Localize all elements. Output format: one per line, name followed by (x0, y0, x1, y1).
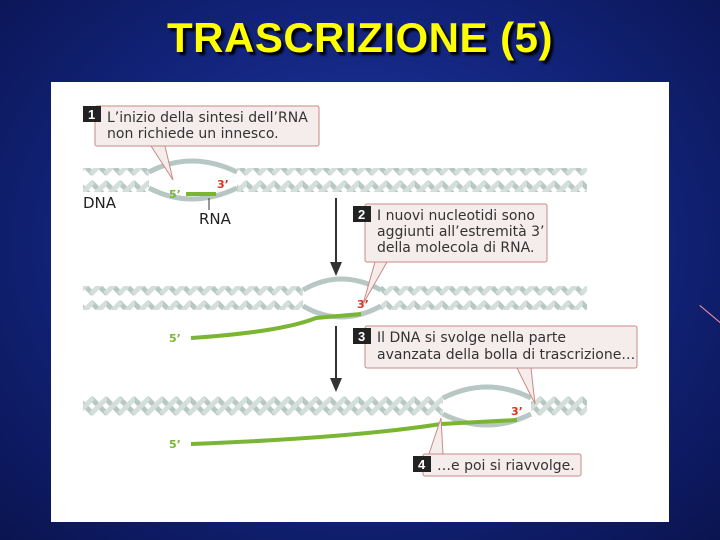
bubble-top-strand (147, 158, 239, 175)
callout-line: …e poi si riavvolge. (437, 458, 575, 474)
callout-line: avanzata della bolla di trascrizione… (377, 347, 635, 363)
end-5-label-row-1: 5’ (169, 188, 181, 201)
step-number: 2 (358, 207, 365, 222)
callout-line: I nuovi nucleotidi sono (377, 208, 535, 224)
dna-helix-row-3 (83, 384, 587, 428)
dna-helix-row-2 (83, 276, 587, 320)
flow-arrow-2 (330, 326, 342, 392)
callout-line: Il DNA si svolge nella parte (377, 330, 566, 346)
callout-step-2: 2 I nuovi nucleotidi sono aggiunti all’e… (353, 203, 548, 305)
end-3-label-row-3: 3’ (511, 405, 523, 418)
flow-arrow-1 (330, 198, 342, 276)
step-number: 4 (418, 457, 426, 472)
callout-line: aggiunti all’estremità 3’ (377, 224, 545, 240)
end-5-label-row-3: 5’ (169, 438, 181, 451)
helix-segment (531, 394, 587, 418)
helix-segment (381, 286, 587, 310)
helix-segment (237, 168, 587, 192)
step-number: 3 (358, 329, 365, 344)
callout-line: non richiede un innesco. (107, 126, 279, 142)
slide-title: TRASCRIZIONE (5) (167, 14, 553, 61)
helix-segment (83, 168, 149, 192)
diagram-panel: 5’ 3’ DNA RNA 5’ 3’ 5’ 3’ (51, 82, 669, 522)
decorative-line (699, 305, 720, 332)
dna-helix-row-1 (83, 158, 587, 202)
rna-label: RNA (199, 210, 232, 228)
helix-segment (83, 394, 443, 418)
bubble-bottom-strand (147, 185, 239, 202)
end-3-label-row-1: 3’ (217, 178, 229, 191)
dna-label: DNA (83, 194, 117, 212)
bubble-bottom-strand (441, 411, 533, 428)
callout-line: L’inizio della sintesi dell’RNA (107, 110, 308, 126)
step-number: 1 (88, 107, 95, 122)
end-3-label-row-2: 3’ (357, 298, 369, 311)
step-number-badge (353, 206, 371, 222)
callout-step-4: 4 …e poi si riavvolge. (413, 417, 582, 477)
step-number-badge (413, 456, 431, 472)
rna-strand-row-3 (190, 418, 518, 446)
end-5-label-row-2: 5’ (169, 332, 181, 345)
callout-line: della molecola di RNA. (377, 240, 534, 256)
helix-segment (83, 286, 303, 310)
rna-strand-row-2 (190, 312, 362, 340)
callout-step-3: 3 Il DNA si svolge nella parte avanzata … (353, 325, 638, 405)
transcription-diagram: 5’ 3’ DNA RNA 5’ 3’ 5’ 3’ (83, 105, 638, 477)
step-number-badge (353, 328, 371, 344)
step-number-badge (83, 106, 101, 122)
bubble-top-strand (441, 384, 533, 401)
callout-step-1: 1 L’inizio della sintesi dell’RNA non ri… (83, 105, 320, 181)
